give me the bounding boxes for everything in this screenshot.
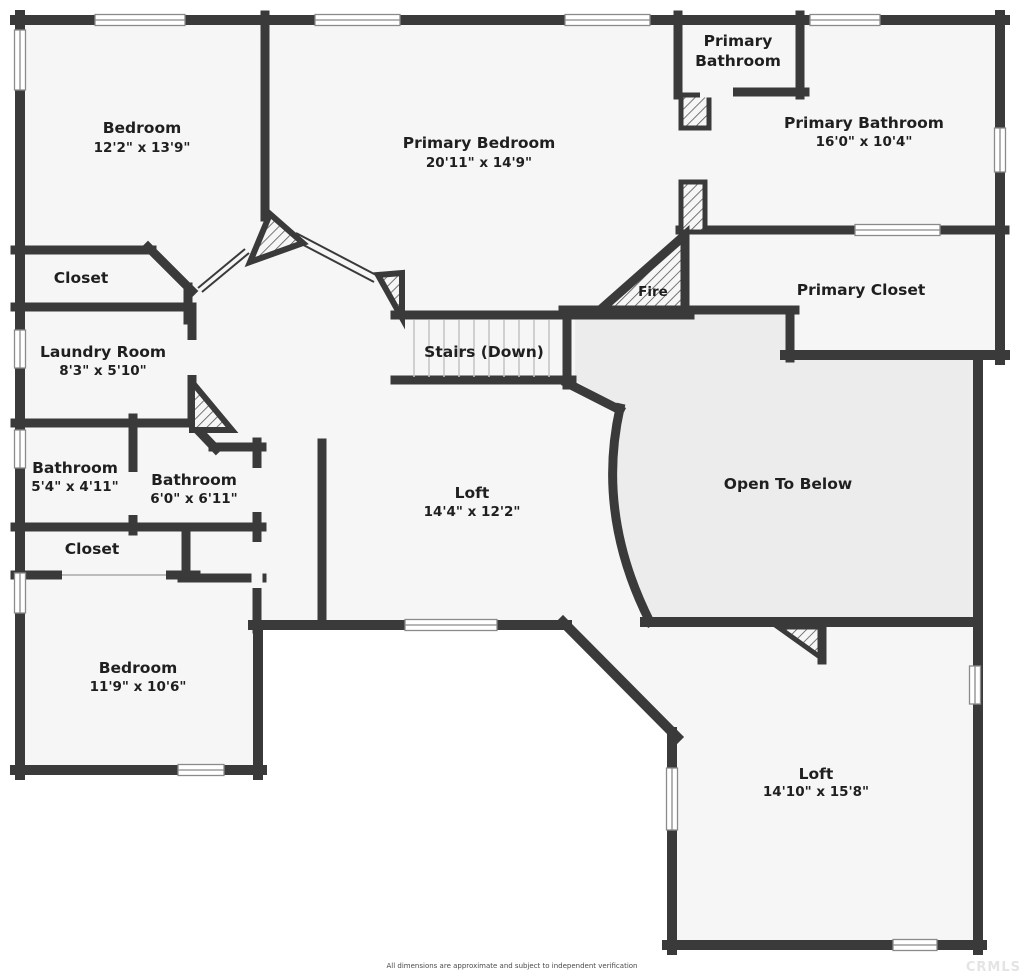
label-closet-lower: Closet [65, 540, 120, 558]
disclaimer-text: All dimensions are approximate and subje… [387, 962, 638, 970]
door-opening-hallway [251, 542, 263, 588]
dims-primary-bathroom: 16'0" x 10'4" [816, 134, 913, 150]
door-swing-laundry [189, 373, 239, 433]
window [564, 13, 651, 27]
stair-treads [413, 320, 550, 377]
label-bathroom-left: Bathroom [32, 459, 118, 477]
label-stairs: Stairs (Down) [424, 343, 544, 361]
label-bathroom-mid: Bathroom [151, 471, 237, 489]
window [809, 13, 881, 27]
dims-loft-mid: 14'4" x 12'2" [424, 504, 521, 520]
label-open-to-below: Open To Below [724, 475, 852, 493]
label-primary-bathroom-small-2: Bathroom [695, 52, 781, 70]
door-swing-loft-bottom [770, 624, 823, 662]
window [404, 618, 498, 632]
window [993, 127, 1007, 173]
label-loft-mid: Loft [455, 484, 490, 502]
door-swing-primary-bathroom-small [678, 92, 712, 131]
door-opening-primary-bathroom-small [700, 86, 733, 98]
label-laundry: Laundry Room [40, 343, 166, 361]
dims-bathroom-mid: 6'0" x 6'11" [150, 491, 237, 507]
window [892, 938, 938, 952]
label-fireplace: Fire [638, 284, 668, 300]
dims-bedroom-bottom: 11'9" x 10'6" [90, 679, 187, 695]
window [314, 13, 401, 27]
crmls-watermark: CRMLS [966, 960, 1021, 974]
window [13, 572, 27, 614]
label-loft-bottom: Loft [799, 765, 834, 783]
dims-loft-bottom: 14'10" x 15'8" [763, 784, 869, 800]
door-swing-stairs [373, 269, 405, 330]
dims-primary-bedroom: 20'11" x 14'9" [426, 155, 532, 171]
window [968, 665, 982, 705]
window [854, 223, 941, 237]
label-bedroom-top: Bedroom [103, 119, 182, 137]
fireplace-shape [588, 225, 690, 315]
door-opening-bathroom-mid [251, 468, 263, 512]
dims-bathroom-left: 5'4" x 4'11" [31, 479, 118, 495]
window [13, 29, 27, 91]
window [13, 329, 27, 369]
interior-walls [10, 10, 1010, 665]
dims-bedroom-top: 12'2" x 13'9" [94, 140, 191, 156]
angled-rail-left [197, 248, 250, 293]
door-opening-bathroom-left [127, 472, 139, 515]
door-swing-primary-bathroom [678, 179, 708, 235]
door-opening-laundry [186, 340, 198, 375]
label-closet-upper: Closet [54, 269, 109, 287]
window [665, 767, 679, 831]
angled-rail-right [291, 232, 379, 283]
open-to-below-floor [575, 315, 975, 620]
window [94, 13, 186, 27]
window [13, 429, 27, 469]
label-primary-closet: Primary Closet [797, 281, 926, 299]
label-primary-bathroom-small-1: Primary [704, 32, 773, 50]
door-opening-closet-lower [62, 569, 166, 581]
label-primary-bedroom: Primary Bedroom [403, 134, 556, 152]
door-swing-bedroom-top [244, 208, 309, 268]
window [177, 763, 225, 777]
label-primary-bathroom: Primary Bathroom [784, 114, 944, 132]
dims-laundry: 8'3" x 5'10" [59, 363, 146, 379]
label-bedroom-bottom: Bedroom [99, 659, 178, 677]
